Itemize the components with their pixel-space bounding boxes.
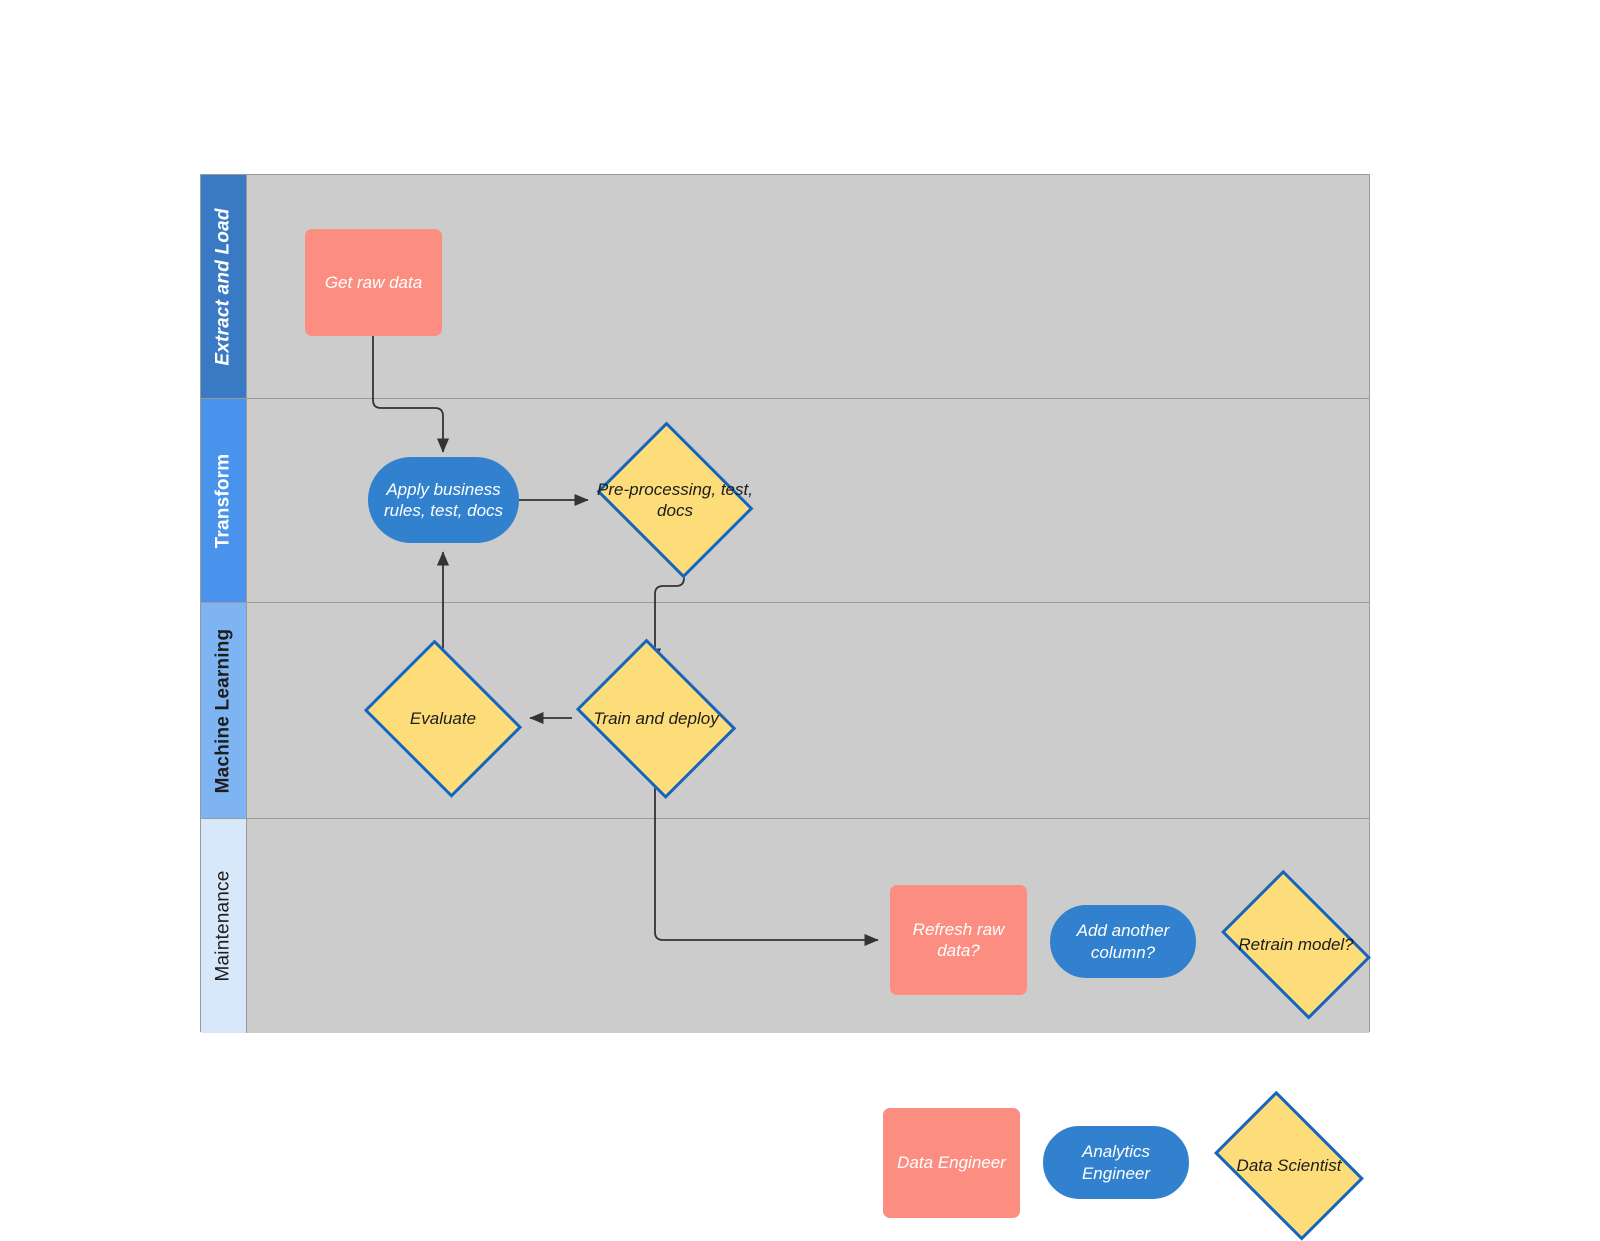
lane-header-extract-and-load: Extract and Load (201, 175, 247, 398)
node-label-add-another-column: Add another column? (1076, 921, 1170, 962)
lane-title-transform: Transform (212, 453, 234, 548)
lane-body-maintenance (247, 819, 1369, 1033)
node-label-apply-business-rules: Apply business rules, test, docs (383, 479, 504, 520)
node-get-raw-data[interactable]: Get raw data (305, 229, 442, 336)
node-label-refresh-raw-data: Refresh raw data? (912, 919, 1005, 960)
node-label-evaluate: Evaluate (409, 709, 477, 729)
legend-item-data-engineer: Data Engineer (883, 1108, 1020, 1218)
legend-label-data-scientist: Data Scientist (1236, 1155, 1342, 1175)
lane-header-maintenance: Maintenance (201, 819, 247, 1033)
lane-title-machine-learning: Machine Learning (212, 628, 234, 793)
node-apply-business-rules[interactable]: Apply business rules, test, docs (368, 457, 519, 543)
node-label-retrain-model: Retrain model? (1238, 934, 1354, 954)
node-refresh-raw-data[interactable]: Refresh raw data? (890, 885, 1027, 995)
legend: Data Engineer Analytics Engineer Data Sc… (860, 1078, 1380, 1241)
node-label-train-and-deploy: Train and deploy (593, 709, 719, 729)
node-label-pre-processing: Pre-processing, test, docs (597, 479, 753, 520)
node-retrain-model[interactable]: Retrain model? (1208, 869, 1384, 1020)
lane-title-extract-and-load: Extract and Load (212, 207, 234, 366)
lane-title-maintenance: Maintenance (212, 870, 234, 982)
node-label-get-raw-data: Get raw data (324, 272, 423, 292)
legend-item-data-scientist: Data Scientist (1201, 1090, 1377, 1241)
legend-label-data-engineer: Data Engineer (897, 1153, 1006, 1173)
node-pre-processing[interactable]: Pre-processing, test, docs (588, 421, 762, 579)
legend-label-analytics-engineer: Analytics Engineer (1081, 1142, 1151, 1183)
lane-header-transform: Transform (201, 399, 247, 602)
node-train-and-deploy[interactable]: Train and deploy (566, 638, 746, 800)
legend-item-analytics-engineer: Analytics Engineer (1043, 1126, 1189, 1199)
node-evaluate[interactable]: Evaluate (355, 639, 531, 799)
lane-header-machine-learning: Machine Learning (201, 603, 247, 818)
node-add-another-column[interactable]: Add another column? (1050, 905, 1196, 978)
